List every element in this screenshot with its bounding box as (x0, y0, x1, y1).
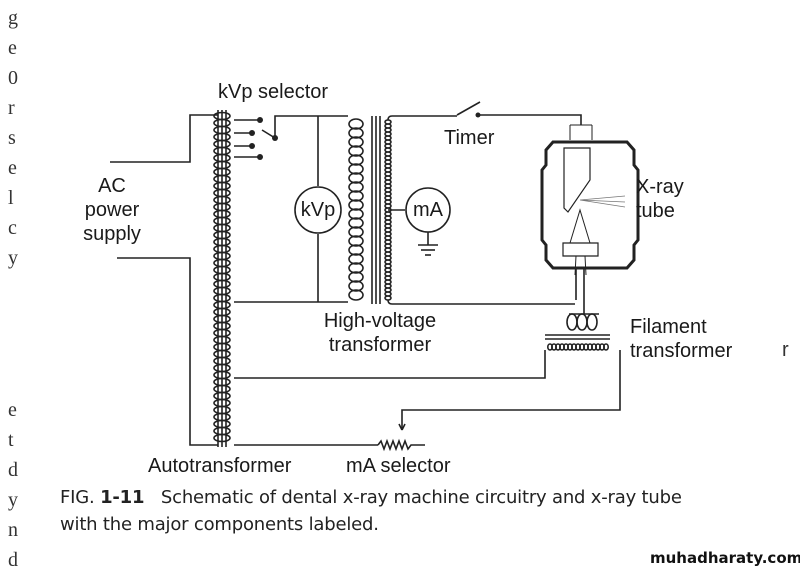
margin-letter: e (8, 37, 17, 59)
watermark: muhadharaty.com (650, 549, 800, 567)
ac-supply-bottom-wire (117, 257, 218, 446)
label-line: AC (98, 175, 126, 197)
caption-line-1: FIG. 1-11 Schematic of dental x-ray mach… (60, 484, 682, 511)
coil-loop (602, 343, 609, 351)
cathode (562, 242, 599, 257)
coil-loop (348, 154, 364, 166)
coil-loop (348, 127, 364, 139)
margin-letter: 0 (8, 67, 18, 89)
figure-caption: FIG. 1-11 Schematic of dental x-ray mach… (60, 484, 682, 538)
label-line: supply (83, 223, 141, 245)
xray-beam (579, 195, 626, 208)
margin-letter: y (8, 247, 18, 269)
ac-supply-top-wire (110, 114, 218, 163)
coil-loop (348, 271, 364, 283)
coil-loop (348, 226, 364, 238)
margin-letter: s (8, 127, 16, 149)
kvp-selector-label: kVp selector (218, 81, 329, 103)
coil-loop (348, 244, 364, 256)
coil-loop (348, 136, 364, 148)
ma-selector-resistor (377, 438, 425, 452)
hv-primary-coil (348, 118, 364, 301)
coil-loop (213, 433, 231, 443)
coil-loop (576, 313, 588, 331)
coil-loop (348, 145, 364, 157)
filament-secondary-coil (546, 343, 609, 351)
label-line: tube (636, 200, 675, 222)
margin-letter: r (782, 339, 789, 361)
hv-secondary-coil (384, 119, 392, 301)
coil-loop (348, 208, 364, 220)
autotransformer-label: Autotransformer (148, 455, 292, 477)
coil-loop (566, 313, 578, 331)
timer-label: Timer (444, 127, 495, 149)
margin-letter: n (8, 519, 18, 541)
coil-loop (384, 295, 392, 301)
kvp-meter-circle (294, 186, 342, 234)
autotransformer-coil (213, 111, 231, 443)
coil-loop (348, 190, 364, 202)
margin-letter: e (8, 399, 17, 421)
xray-tube-envelope (540, 140, 640, 270)
coil-loop (348, 118, 364, 130)
margin-letter: g (8, 7, 18, 29)
coil-loop (348, 253, 364, 265)
coil-loop (348, 280, 364, 292)
coil-loop (348, 199, 364, 211)
margin-letter: e (8, 157, 17, 179)
margin-letter: d (8, 549, 18, 571)
caption-line-2: with the major components labeled. (60, 514, 379, 535)
label-line: Filament (630, 316, 707, 338)
coil-loop (348, 262, 364, 274)
ma-selector-label: mA selector (346, 455, 451, 477)
ac-power-supply-label: AC power supply (72, 174, 152, 246)
margin-letter: y (8, 489, 18, 511)
filament-coil (566, 313, 598, 331)
margin-letter: t (8, 429, 14, 451)
margin-letter: r (8, 97, 15, 119)
coil-loop (348, 181, 364, 193)
label-line: power (84, 199, 140, 221)
margin-letter: d (8, 459, 18, 481)
ma-selector-arrow (398, 423, 406, 431)
coil-loop (348, 172, 364, 184)
ma-meter-label: mA (413, 199, 443, 221)
margin-letter: l (8, 187, 14, 209)
coil-loop (348, 217, 364, 229)
kvp-meter-label: kVp (300, 199, 336, 221)
anode (563, 147, 591, 213)
figure-prefix: FIG. (60, 487, 95, 508)
coil-loop (348, 235, 364, 247)
margin-letter: c (8, 217, 17, 239)
coil-loop (348, 163, 364, 175)
filament-transformer-label: Filament transformer (630, 315, 732, 363)
timer-switch (456, 101, 481, 116)
label-line: X-ray (636, 176, 684, 198)
caption-text-1: Schematic of dental x-ray machine circui… (160, 487, 682, 508)
coil-loop (348, 289, 364, 301)
label-line: High-voltage (323, 310, 437, 332)
label-line: transformer (328, 334, 432, 356)
xray-tube-label: X-ray tube (636, 175, 684, 223)
coil-loop (586, 313, 598, 331)
high-voltage-transformer-label: High-voltage transformer (305, 309, 455, 357)
figure-number: 1-11 (100, 487, 145, 508)
label-line: transformer (630, 340, 733, 362)
